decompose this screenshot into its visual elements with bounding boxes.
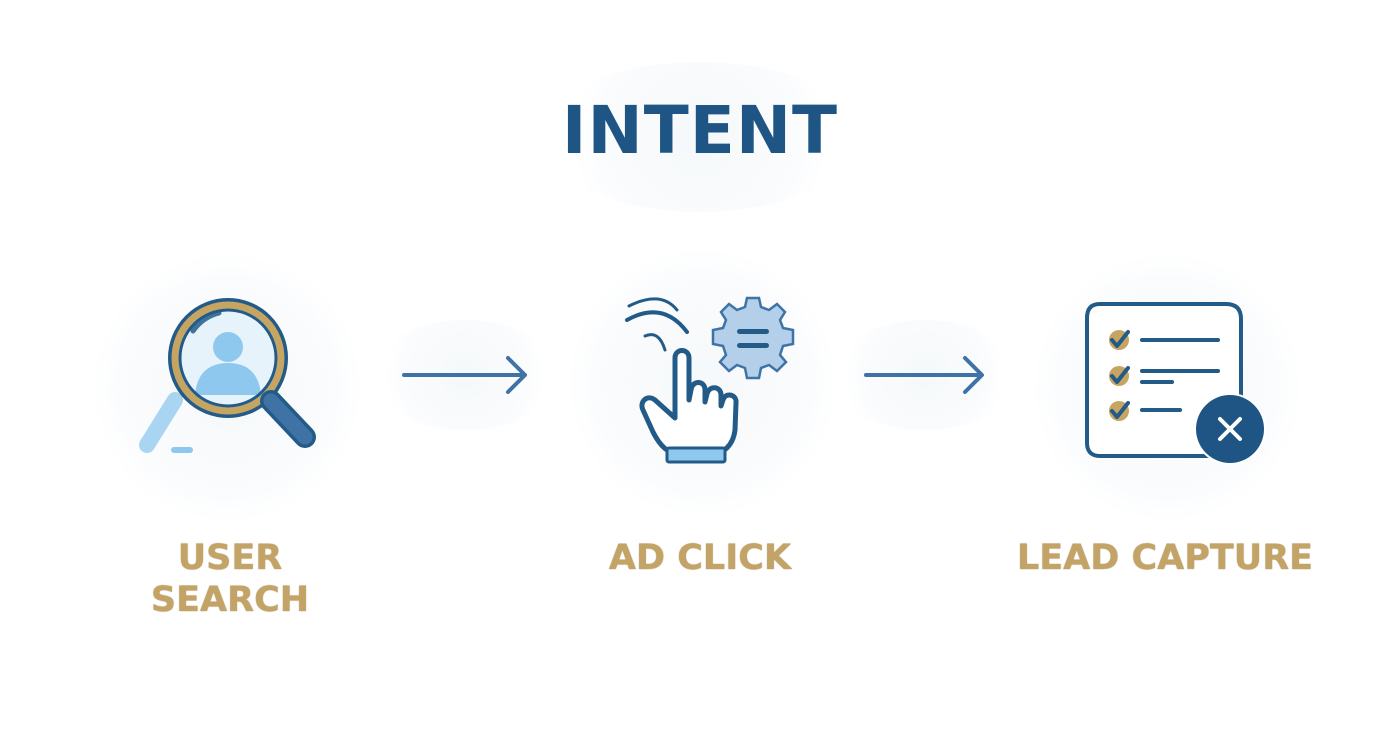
magnifier-user-icon <box>139 298 316 453</box>
step-label-user-search: USER SEARCH <box>120 537 340 621</box>
hand-click-gear-icon <box>625 296 795 464</box>
step-label-line: SEARCH <box>150 580 310 620</box>
arrow-right-icon <box>402 356 527 394</box>
arrow-right-icon <box>864 356 984 394</box>
checklist-form-icon <box>1085 302 1266 465</box>
step-label-line: AD CLICK <box>608 538 792 578</box>
step-label-line: USER <box>177 538 283 578</box>
step-label-line: LEAD CAPTURE <box>1016 538 1314 578</box>
step-label-lead-capture: LEAD CAPTURE <box>1010 537 1320 579</box>
step-label-ad-click: AD CLICK <box>555 537 845 579</box>
diagram-title: INTENT <box>561 92 839 169</box>
title-halo <box>540 62 860 212</box>
